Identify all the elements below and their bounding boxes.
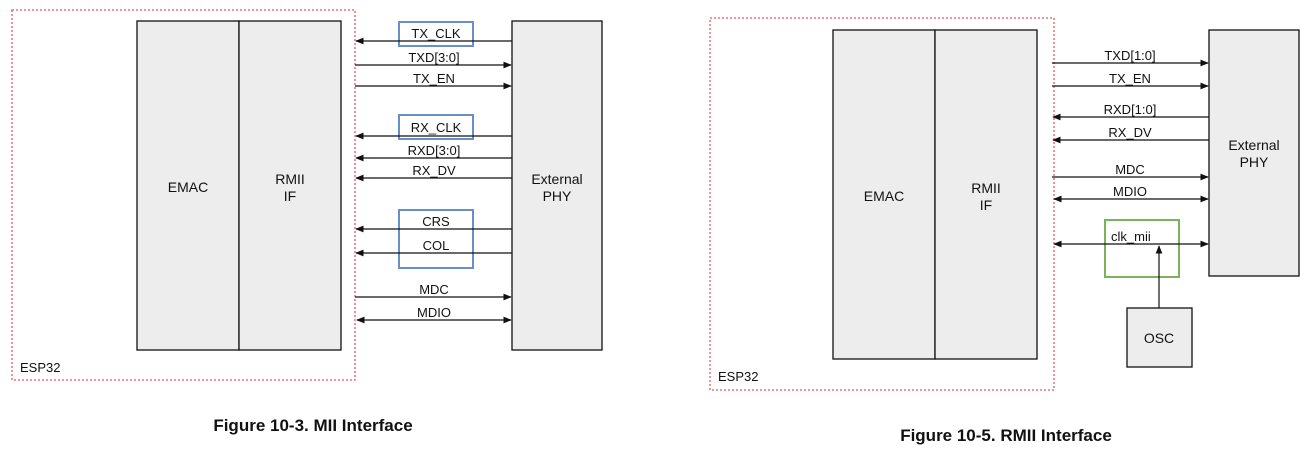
mii-crs-col-highlight (398, 209, 474, 269)
mii-rmii-if-block (238, 20, 342, 351)
mii-emac-block (136, 20, 240, 351)
rmii-rmii-if-block (934, 29, 1038, 360)
mii-col-label: COL (423, 238, 450, 253)
rmii-chip-boundary (709, 17, 1055, 391)
rmii-chip-label: ESP32 (718, 369, 758, 384)
rmii-rmii-label: RMII (971, 180, 1001, 196)
mii-tx-clk-highlight (398, 21, 474, 47)
mii-rx-dv-label: RX_DV (412, 163, 456, 178)
rmii-mdio-label: MDIO (1113, 184, 1147, 199)
mii-chip-boundary (11, 9, 356, 381)
rmii-phy-label-phy: PHY (1240, 154, 1269, 170)
rmii-rxd-label: RXD[1:0] (1104, 102, 1157, 117)
rmii-diagram: ESP32 EMAC RMII IF External PHY OSC TXD[… (709, 17, 1300, 445)
rmii-emac-label: EMAC (864, 188, 904, 204)
rmii-clk-label: clk_mii (1111, 229, 1151, 244)
mii-emac-label: EMAC (168, 179, 208, 195)
mii-mdc-label: MDC (419, 282, 449, 297)
mii-phy-label-phy: PHY (543, 188, 572, 204)
mii-rmii-label: RMII (275, 171, 305, 187)
mii-chip-label: ESP32 (20, 360, 60, 375)
rmii-caption: Figure 10-5. RMII Interface (900, 426, 1112, 445)
rmii-phy-label-external: External (1228, 137, 1279, 153)
mii-tx-clk-label: TX_CLK (411, 26, 460, 41)
mii-rxd-label: RXD[3:0] (408, 143, 461, 158)
mii-phy-block (511, 20, 603, 351)
rmii-osc-label: OSC (1144, 330, 1174, 346)
rmii-emac-block (832, 29, 936, 360)
mii-caption: Figure 10-3. MII Interface (213, 416, 412, 435)
mii-rx-clk-highlight (398, 114, 474, 140)
mii-mdio-label: MDIO (417, 305, 451, 320)
rmii-mdc-label: MDC (1115, 162, 1145, 177)
rmii-tx-en-label: TX_EN (1109, 71, 1151, 86)
rmii-if-label: IF (980, 197, 992, 213)
mii-txd-label: TXD[3:0] (408, 50, 459, 65)
mii-diagram: ESP32 EMAC RMII IF External PHY TX_CLK T… (11, 9, 603, 435)
rmii-rx-dv-label: RX_DV (1108, 125, 1152, 140)
rmii-phy-block (1208, 29, 1300, 277)
rmii-osc-block (1126, 307, 1193, 368)
mii-crs-label: CRS (422, 214, 450, 229)
mii-if-label: IF (284, 188, 296, 204)
mii-rx-clk-label: RX_CLK (411, 120, 462, 135)
mii-tx-en-label: TX_EN (413, 71, 455, 86)
mii-phy-label-external: External (531, 171, 582, 187)
rmii-clk-highlight (1104, 219, 1180, 278)
rmii-txd-label: TXD[1:0] (1104, 48, 1155, 63)
